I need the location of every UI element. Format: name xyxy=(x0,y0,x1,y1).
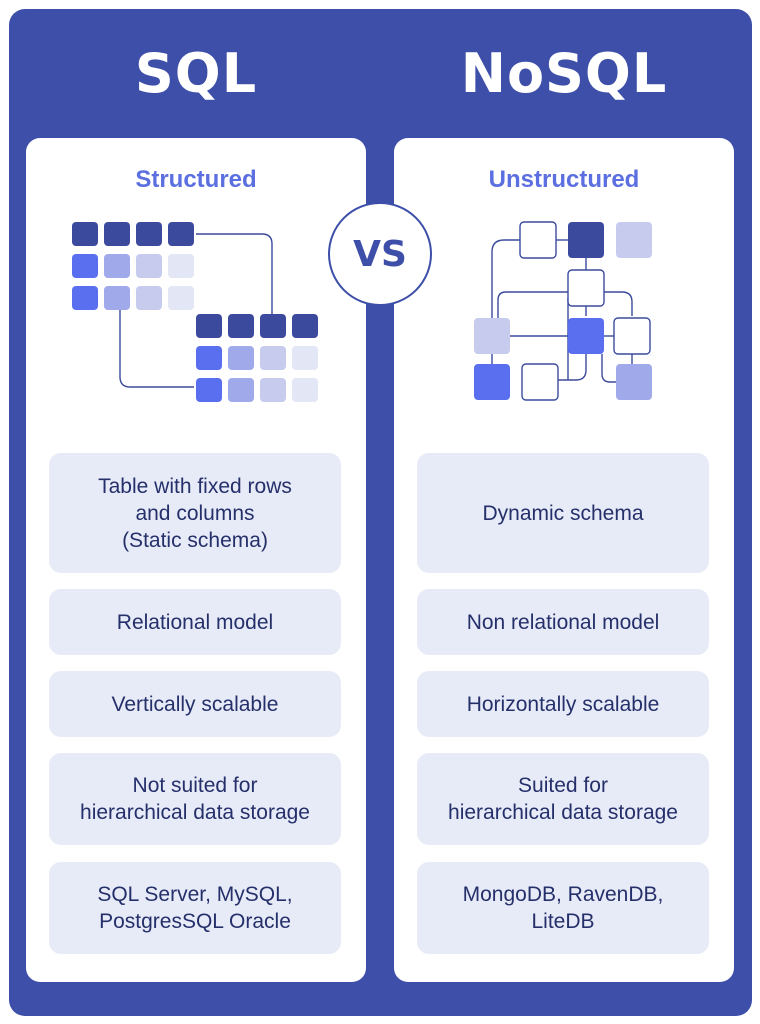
sql-heading: SQL xyxy=(134,42,258,105)
sql-feature-schema: Table with fixed rows and columns (Stati… xyxy=(49,453,341,573)
feature-text: Non relational model xyxy=(466,610,660,634)
table-bottom-right xyxy=(196,314,318,402)
nosql-feature-hierarchical: Suited for hierarchical data storage xyxy=(417,753,709,845)
feature-text: Suited for hierarchical data storage xyxy=(448,774,678,824)
table-top-left xyxy=(72,222,194,310)
vs-label: VS xyxy=(353,233,407,275)
feature-text: Relational model xyxy=(116,610,274,634)
sql-subtitle: Structured xyxy=(135,166,257,193)
nosql-feature-examples: MongoDB, RavenDB, LiteDB xyxy=(417,862,709,954)
nosql-feature-model: Non relational model xyxy=(417,589,709,655)
nosql-heading: NoSQL xyxy=(460,42,668,105)
sql-feature-scaling: Vertically scalable xyxy=(49,671,341,737)
graph-nodes xyxy=(474,221,652,401)
feature-text: MongoDB, RavenDB, LiteDB xyxy=(462,883,664,933)
connector-line xyxy=(119,306,194,388)
nosql-feature-scaling: Horizontally scalable xyxy=(417,671,709,737)
feature-text: Vertically scalable xyxy=(111,692,279,716)
nosql-feature-schema: Dynamic schema xyxy=(417,453,709,573)
unstructured-graph-illustration xyxy=(474,221,652,401)
graph-edges xyxy=(491,239,633,383)
feature-text: SQL Server, MySQL, PostgresSQL Oracle xyxy=(97,883,293,933)
connector-line xyxy=(196,233,273,314)
structured-tables-illustration xyxy=(72,222,318,402)
sql-feature-hierarchical: Not suited for hierarchical data storage xyxy=(49,753,341,845)
feature-text: Horizontally scalable xyxy=(466,692,660,716)
nosql-subtitle: Unstructured xyxy=(488,166,640,193)
feature-text: Not suited for hierarchical data storage xyxy=(80,774,310,824)
sql-feature-examples: SQL Server, MySQL, PostgresSQL Oracle xyxy=(49,862,341,954)
feature-text: Table with fixed rows and columns (Stati… xyxy=(98,474,292,552)
feature-text: Dynamic schema xyxy=(482,501,644,525)
vs-badge: VS xyxy=(328,202,432,306)
sql-feature-model: Relational model xyxy=(49,589,341,655)
